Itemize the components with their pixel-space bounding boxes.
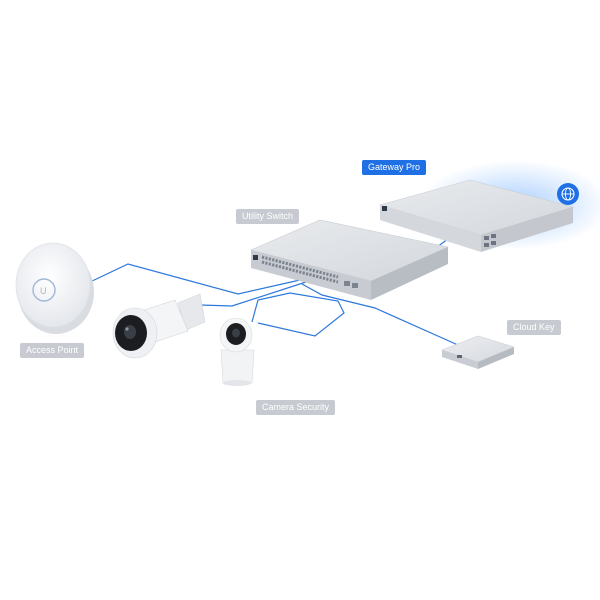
link-switch-bullet-camera <box>199 281 307 307</box>
connection-lines <box>89 235 459 346</box>
access-point-ring <box>32 278 56 302</box>
link-switch-access-point <box>89 263 301 295</box>
switch-port-row <box>261 255 339 279</box>
switch-logo-icon <box>253 255 258 260</box>
access-point-body <box>15 242 91 328</box>
gateway-pro-device[interactable] <box>378 179 575 252</box>
cloud-key-port <box>457 355 462 358</box>
gateway-side <box>380 205 481 252</box>
bullet-camera-device[interactable] <box>112 293 206 359</box>
gateway-port <box>484 243 489 247</box>
switch-sfp-port <box>344 281 350 286</box>
gateway-port <box>491 234 496 238</box>
dome-camera-base <box>220 349 255 384</box>
link-switch-dome-camera <box>251 292 345 337</box>
cloud-key-label: Cloud Key <box>507 320 561 335</box>
bullet-camera-lens-glint <box>125 327 129 331</box>
dome-camera-base-bottom <box>223 380 251 386</box>
access-point-device[interactable]: U <box>15 242 94 334</box>
utility-switch-label: Utility Switch <box>236 209 300 224</box>
dome-camera-lens <box>232 328 240 338</box>
utility-switch-device[interactable] <box>250 219 449 300</box>
switch-sfp-port <box>352 283 358 288</box>
camera-security-label: Camera Security <box>256 400 336 415</box>
gateway-port <box>491 241 496 245</box>
dome-camera-device[interactable] <box>219 317 255 386</box>
gateway-front <box>481 207 573 252</box>
switch-port-row <box>261 260 339 284</box>
switch-front-right <box>371 247 448 300</box>
gateway-pro-label: Gateway Pro <box>362 160 427 175</box>
cloud-key-side <box>478 347 514 369</box>
bullet-camera-lens <box>124 325 136 339</box>
gateway-port <box>484 236 489 240</box>
gateway-logo-icon <box>382 206 387 211</box>
access-point-label: Access Point <box>20 343 85 358</box>
internet-globe <box>557 183 579 205</box>
link-switch-cloud-key <box>301 283 459 346</box>
access-point-logo-icon: U <box>40 286 47 296</box>
cloud-key-front <box>442 350 478 369</box>
cloud-key-device[interactable] <box>441 335 515 369</box>
